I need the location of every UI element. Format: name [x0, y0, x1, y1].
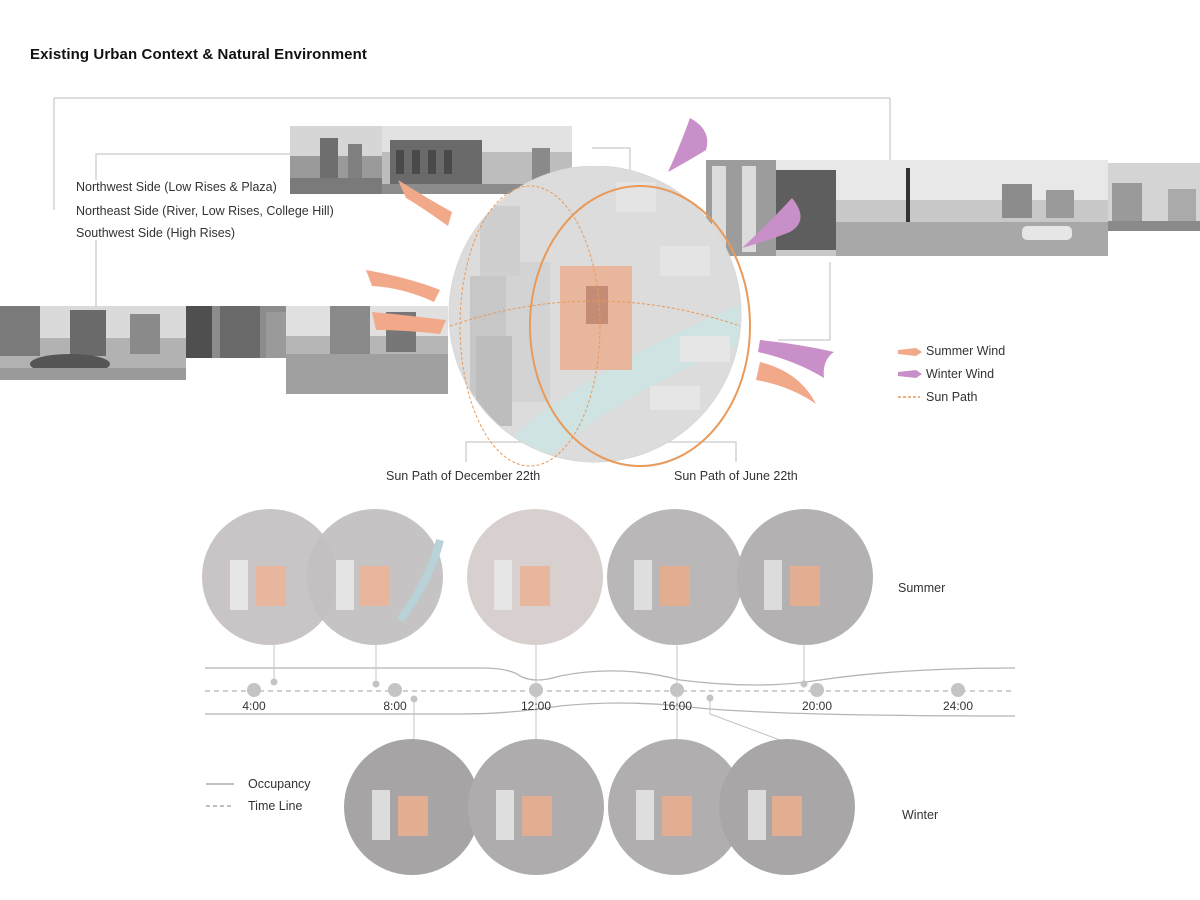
summer-wind-legend-label: Summer Wind: [926, 344, 1006, 358]
southwest-photo-3: [286, 306, 448, 394]
northeast-photo: [706, 160, 1108, 256]
southwest-side-label: Southwest Side (High Rises): [76, 226, 236, 240]
winter-wind-arrow: [742, 198, 801, 248]
hour-20-marker: [810, 683, 824, 697]
winter-study-circle: [468, 739, 604, 875]
summer-wind-arrow: [372, 312, 446, 334]
tick-8: 8:00: [383, 699, 407, 713]
summer-wind-legend-icon: [898, 348, 922, 356]
summer-study-circle: [607, 509, 743, 645]
winter-wind-arrow: [758, 340, 834, 378]
northeast-side-label: Northeast Side (River, Low Rises, Colleg…: [76, 204, 334, 218]
summer-study-circle: [467, 509, 603, 645]
winter-study-circle: [608, 739, 744, 875]
sun-path-december-label: Sun Path of December 22th: [386, 469, 541, 483]
tick-24: 24:00: [942, 699, 974, 713]
time-line-legend-label: Time Line: [248, 799, 303, 813]
occupancy-line-lower: [205, 702, 1016, 717]
hour-4-marker: [247, 683, 261, 697]
hour-24-marker: [951, 683, 965, 697]
winter-label: Winter: [902, 808, 939, 822]
tick-16: 16:00: [661, 699, 693, 713]
winter-wind-arrow: [668, 118, 708, 172]
tick-12: 12:00: [520, 699, 552, 713]
summer-wind-arrow: [398, 180, 452, 226]
summer-wind-arrow: [366, 270, 440, 302]
tick-4: 4:00: [242, 699, 266, 713]
winter-study-circle: [719, 739, 855, 875]
northwest-photo-2: [382, 126, 572, 194]
hour-16-marker: [670, 683, 684, 697]
hour-12-marker: [529, 683, 543, 697]
summer-study-circle: [737, 509, 873, 645]
tick-20: 20:00: [801, 699, 833, 713]
summer-study-circle: [202, 509, 338, 645]
northwest-side-label: Northwest Side (Low Rises & Plaza): [76, 180, 277, 194]
summer-study-circle: [307, 509, 444, 645]
occupancy-line-upper: [205, 667, 1016, 686]
southwest-photo-2: [186, 306, 286, 358]
northwest-photo-1: [290, 126, 386, 194]
summer-wind-arrow: [756, 362, 816, 404]
wind-legend-icons: [898, 348, 922, 398]
page-title: Existing Urban Context & Natural Environ…: [30, 46, 367, 63]
winter-study-circle: [344, 739, 480, 875]
site-massing-globe: [448, 166, 751, 467]
winter-wind-legend-label: Winter Wind: [926, 367, 995, 381]
sun-path-legend-label: Sun Path: [926, 390, 978, 404]
winter-wind-legend-icon: [898, 370, 922, 378]
sun-path-june-label: Sun Path of June 22th: [674, 469, 798, 483]
northeast-photo-2: [1108, 163, 1200, 231]
southwest-photo-1: [0, 306, 186, 380]
summer-label: Summer: [898, 581, 946, 595]
timeline-legend-icons: [206, 783, 234, 807]
hour-8-marker: [388, 683, 402, 697]
occupancy-legend-label: Occupancy: [248, 777, 311, 791]
